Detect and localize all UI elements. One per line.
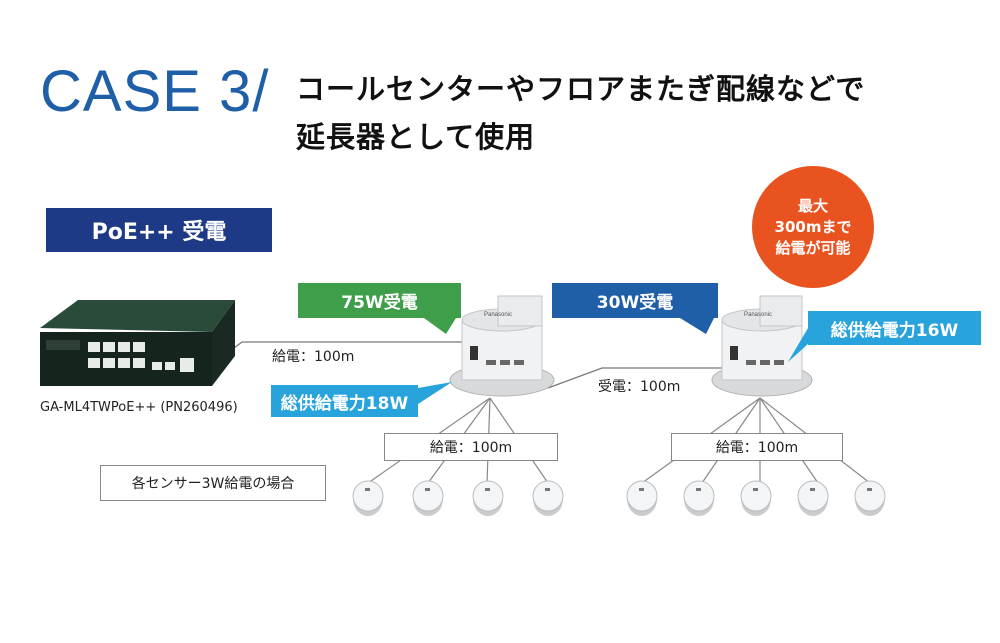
range-bubble-line-2: 300mまで (774, 217, 852, 236)
sensor-device (797, 480, 829, 516)
sensor-device (412, 480, 444, 516)
cable-extender-to-extender (547, 367, 730, 389)
feed-label-right: 給電：100m (671, 433, 843, 461)
range-bubble: 最大 300mまで 給電が可能 (752, 166, 874, 288)
sensor-device (532, 480, 564, 516)
extender-right: Panasonic (711, 295, 813, 397)
sensors-left (352, 480, 564, 516)
sensor-device (352, 480, 384, 516)
callout-75-tail (424, 318, 456, 334)
range-bubble-line-1: 最大 (797, 196, 828, 215)
feed-label-left: 給電：100m (384, 433, 558, 461)
extender-left-brand: Panasonic (484, 312, 512, 318)
extender-right-brand: Panasonic (744, 312, 772, 318)
case-label: CASE 3/ (40, 59, 270, 124)
callout-18-tail (418, 382, 452, 404)
sensor-device (740, 480, 772, 516)
sensor-device (472, 480, 504, 516)
sensors-right (626, 480, 886, 516)
callout-left-total: 総供給電力18W (271, 385, 418, 417)
range-bubble-line-3: 給電が可能 (775, 238, 851, 257)
poe-switch (40, 300, 235, 386)
sensor-device (854, 480, 886, 516)
page-title-line-1: コールセンターやフロアまたぎ配線などで (296, 72, 866, 106)
callout-right-received: 30W受電 (552, 283, 718, 318)
callout-16-tail (788, 328, 808, 362)
callout-left-received: 75W受電 (298, 283, 461, 318)
note-box: 各センサー3W給電の場合 (100, 465, 326, 501)
callout-right-total: 総供給電力16W (808, 311, 981, 345)
link-switch-to-extender: 給電：100m (272, 349, 355, 365)
callout-30-tail (680, 318, 714, 334)
sensor-device (683, 480, 715, 516)
poe-badge: PoE++ 受電 (46, 208, 272, 252)
link-extender-to-extender: 受電：100m (598, 379, 681, 395)
extender-left: Panasonic (449, 295, 555, 397)
page-title-line-2: 延長器として使用 (296, 120, 536, 154)
sensor-device (626, 480, 658, 516)
switch-model-label: GA-ML4TWPoE++ (PN260496) (40, 400, 238, 415)
